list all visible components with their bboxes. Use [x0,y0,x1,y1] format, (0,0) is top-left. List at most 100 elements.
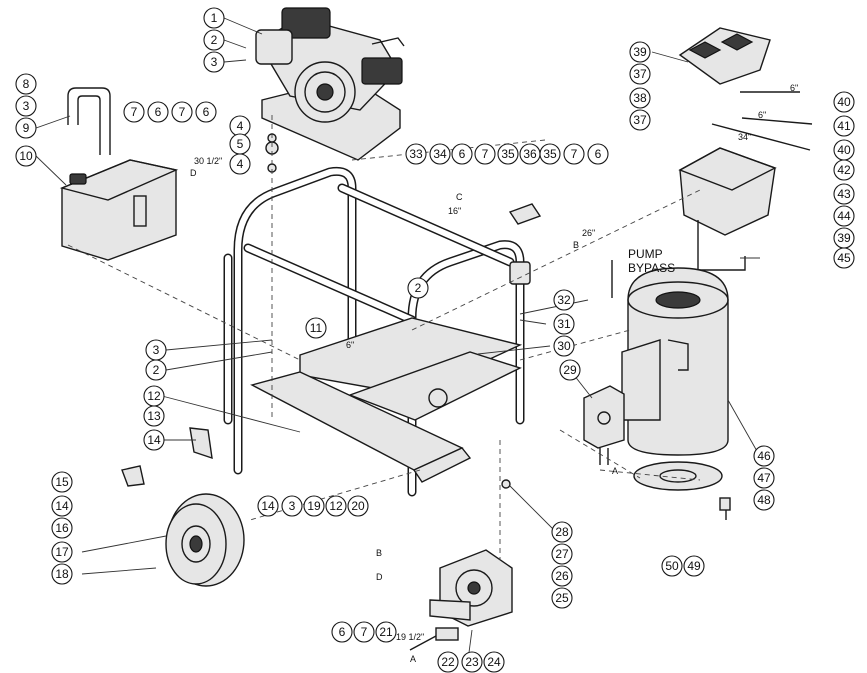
callout-number: 46 [757,449,771,463]
callout-number: 44 [837,209,851,223]
callout-circle [833,183,855,205]
callout-circle [51,541,73,563]
callout-number: 50 [665,559,679,573]
callout-circle [833,247,855,269]
callout-circle [833,205,855,227]
callout-number: 11 [310,321,323,335]
callout-number: 34 [433,147,447,161]
callout-circle [551,587,573,609]
callout-number: 16 [55,521,69,535]
callout-circle [145,359,167,381]
callout-4: 4 [229,153,251,175]
callout-50: 50 [661,555,683,577]
callout-2: 2 [407,277,429,299]
callout-circle [257,495,279,517]
dimension-label: 6" [346,340,354,350]
callout-47: 47 [753,467,775,489]
callout-circle [429,143,451,165]
callout-number: 10 [19,149,33,163]
callout-36: 36 [519,143,541,165]
callout-2: 2 [203,29,225,51]
callout-40: 40 [833,91,855,113]
callout-circle [437,651,459,673]
callout-circle [753,489,775,511]
callout-number: 42 [837,163,851,177]
callout-circle [203,51,225,73]
callout-12: 12 [325,495,347,517]
fuel-tank-assembly [59,87,179,261]
callout-7: 7 [171,101,193,123]
callout-14: 14 [143,429,165,451]
callout-number: 49 [687,559,701,573]
callout-9: 9 [15,117,37,139]
callout-circle [551,565,573,587]
callout-26: 26 [551,565,573,587]
callout-27: 27 [551,543,573,565]
callout-number: 37 [633,113,647,127]
callout-35: 35 [497,143,519,165]
callout-number: 14 [55,499,69,513]
callout-25: 25 [551,587,573,609]
callout-number: 31 [557,317,571,331]
callout-number: 7 [571,147,578,161]
callout-10: 10 [15,145,37,167]
callout-number: 6 [595,147,602,161]
dimension-label: 26" [582,228,595,238]
dimension-label: 6" [790,83,798,93]
callout-1: 1 [203,7,225,29]
callout-number: 6 [203,105,210,119]
callout-circle [171,101,193,123]
callout-number: 2 [153,363,160,377]
callout-number: 18 [55,567,69,581]
callout-number: 7 [179,105,186,119]
callout-circle [587,143,609,165]
callout-number: 5 [237,137,244,151]
callout-number: 17 [55,545,69,559]
callout-number: 3 [211,55,218,69]
callout-number: 14 [261,499,275,513]
main-frame [223,166,525,497]
callout-43: 43 [833,183,855,205]
callout-circle [143,405,165,427]
callout-circle [51,563,73,585]
callout-circle [325,495,347,517]
callout-number: 32 [557,293,571,307]
callout-number: 21 [379,625,393,639]
connector-letter: A [410,654,416,664]
callout-circle [123,101,145,123]
callout-number: 7 [482,147,489,161]
callout-number: 26 [555,569,569,583]
callout-circle [629,109,651,131]
callout-circle [753,445,775,467]
callout-6: 6 [451,143,473,165]
control-box [583,385,625,465]
callout-circle [483,651,505,673]
connector-letter: C [456,192,463,202]
callout-6: 6 [587,143,609,165]
callout-16: 16 [51,517,73,539]
callout-circle [539,143,561,165]
callout-circle [203,29,225,51]
callout-6: 6 [195,101,217,123]
callout-circle [51,495,73,517]
callout-circle [51,471,73,493]
callout-3: 3 [15,95,37,117]
connector-letter: B [573,240,579,250]
callout-number: 23 [465,655,479,669]
callout-7: 7 [474,143,496,165]
callout-number: 27 [555,547,569,561]
engine-assembly [255,7,405,161]
dimension-label: 16" [448,206,461,216]
connector-letter: B [376,548,382,558]
callout-number: 30 [557,339,571,353]
callout-number: 3 [153,343,160,357]
callout-number: 4 [237,119,244,133]
callout-number: 45 [837,251,851,265]
callout-number: 39 [633,45,647,59]
burner-coil-boiler [611,260,729,491]
callout-14: 14 [51,495,73,517]
callout-number: 6 [155,105,162,119]
connector-letter: D [376,572,383,582]
callout-19: 19 [303,495,325,517]
